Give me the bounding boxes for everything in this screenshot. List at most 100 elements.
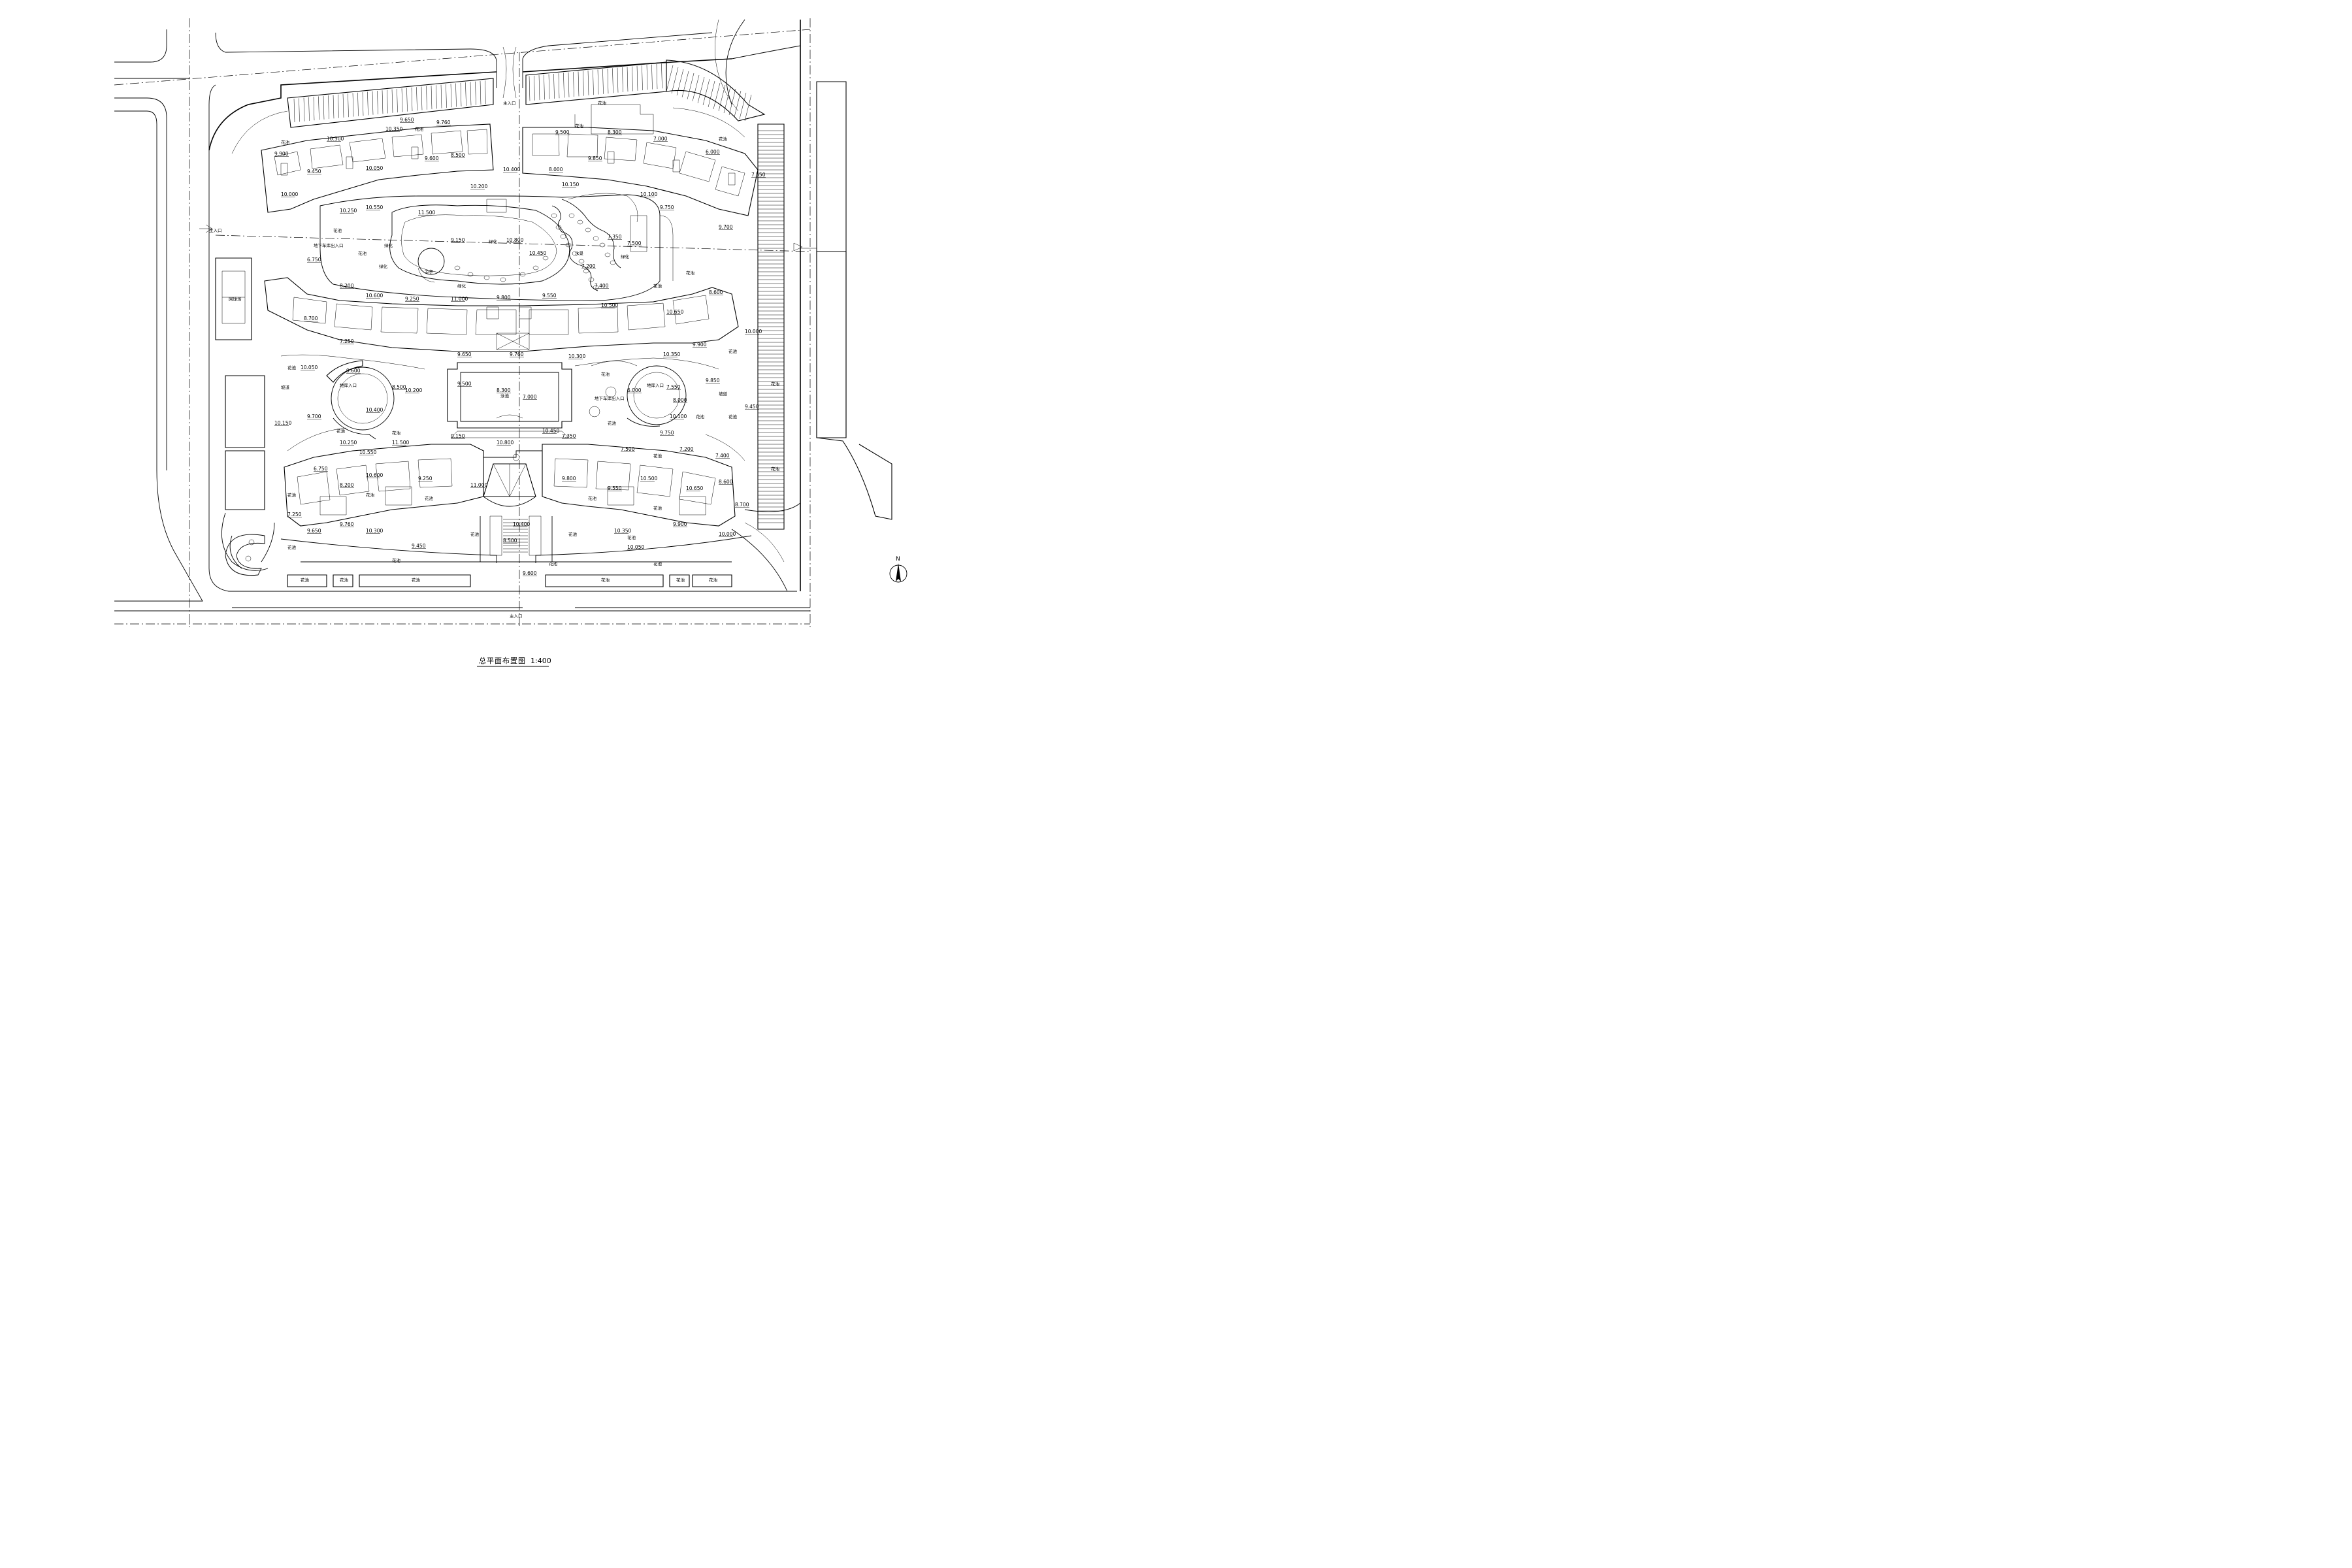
- elevation-value: 8.000: [673, 397, 687, 403]
- east-structures: [758, 82, 892, 529]
- site-plan-drawing: 9.650 9.760 10.300 10.350 9.900 10.000 9.450 10…: [0, 0, 1045, 697]
- elevation-value: 10.800: [506, 237, 523, 243]
- area-label-planting: 花池: [549, 561, 558, 566]
- pool-area: [448, 363, 572, 438]
- area-label-planting: 花池: [771, 466, 780, 472]
- elevation-value: 10.300: [366, 528, 383, 534]
- area-label-entrance: 主入口: [503, 100, 516, 106]
- area-label-planting: 花池: [301, 577, 310, 583]
- drawing-scale: 1:400: [531, 657, 551, 665]
- elevation-value: 10.600: [366, 293, 383, 299]
- area-label-basement-entry: 地库入口: [340, 382, 357, 388]
- elevation-value: 9.450: [745, 404, 759, 410]
- area-label-planting: 花池: [336, 428, 346, 434]
- area-labels: 花池花池花池花池花池绿化绿化绿化绿化绿化花池花池花池花池泳池网球场主入口主入口主…: [209, 100, 780, 619]
- area-label-planting: 花池: [588, 495, 597, 501]
- area-label-planting: 花池: [709, 577, 718, 583]
- area-label-planting: 花池: [281, 139, 290, 145]
- area-label-planting: 花池: [608, 420, 617, 426]
- area-label-planting: 花池: [392, 557, 401, 563]
- elevation-value: 8.200: [340, 482, 354, 488]
- elevation-value: 9.450: [412, 543, 426, 549]
- elevation-value: 8.000: [549, 167, 563, 172]
- elevation-value: 8.200: [340, 283, 354, 289]
- elevation-value: 9.850: [706, 378, 720, 384]
- elevation-value: 10.400: [513, 521, 530, 527]
- area-label-planting: 花池: [333, 227, 342, 233]
- elevation-value: 10.050: [301, 365, 318, 370]
- elevation-value: 9.450: [307, 169, 321, 174]
- elevation-value: 6.000: [706, 149, 720, 155]
- se-road: [732, 503, 800, 591]
- area-label-planting: 花池: [392, 430, 401, 436]
- elevation-value: 10.350: [614, 528, 631, 534]
- area-label-planting: 花池: [653, 561, 662, 566]
- elevation-value: 6.750: [314, 466, 328, 472]
- elevation-value: 7.000: [523, 394, 537, 400]
- area-label-greenery: 绿化: [621, 253, 630, 259]
- elevation-value: 10.300: [327, 136, 344, 142]
- area-label-entrance: 主入口: [510, 613, 523, 619]
- area-label-ramp: 坡道: [719, 391, 728, 397]
- elevation-value: 9.250: [405, 296, 419, 302]
- area-label-planting: 花池: [358, 250, 367, 256]
- elevation-value: 7.550: [666, 384, 681, 390]
- elevation-value: 9.550: [542, 293, 557, 299]
- elevation-value: 10.200: [405, 387, 422, 393]
- elevation-value: 9.750: [660, 204, 674, 210]
- area-label-planting: 花池: [340, 577, 349, 583]
- elevation-value: 10.050: [366, 165, 383, 171]
- elevation-value: 9.600: [346, 368, 361, 374]
- west-structures: [199, 225, 268, 570]
- central-buildings: [265, 278, 738, 351]
- area-label-entrance: 主入口: [209, 227, 222, 233]
- elevation-value: 10.400: [366, 407, 383, 413]
- elevation-value: 10.800: [497, 440, 514, 446]
- elevation-value: 9.760: [510, 351, 524, 357]
- elevation-value: 9.650: [457, 351, 472, 357]
- area-label-planting: 花池: [728, 348, 738, 354]
- elevation-value: 7.200: [679, 446, 694, 452]
- elevation-value: 10.400: [503, 167, 520, 172]
- elevation-value: 9.600: [425, 155, 439, 161]
- area-label-pavilion: 凉亭: [425, 269, 434, 274]
- elevation-value: 11.500: [418, 210, 435, 216]
- elevation-value: 9.500: [457, 381, 472, 387]
- elevation-value: 7.350: [562, 433, 576, 439]
- elevation-value: 9.150: [451, 433, 465, 439]
- area-label-planting: 花池: [627, 534, 636, 540]
- north-parking: [287, 60, 784, 523]
- elevation-value: 8.500: [392, 384, 406, 390]
- elevation-value: 10.350: [385, 126, 402, 132]
- elevation-value: 10.250: [340, 440, 357, 446]
- elevation-value: 9.700: [307, 414, 321, 419]
- elevation-value: 9.700: [719, 224, 733, 230]
- elevation-value: 10.550: [359, 449, 376, 455]
- roads: [114, 20, 810, 611]
- area-label-planting: 花池: [470, 531, 480, 537]
- garden-paths: [232, 108, 745, 461]
- elevation-value: 9.900: [693, 342, 707, 348]
- elevation-value: 10.550: [366, 204, 383, 210]
- elevation-value: 8.600: [709, 289, 723, 295]
- area-label-pool: 泳池: [500, 393, 510, 399]
- area-label-basement-entry: 地库入口: [647, 382, 664, 388]
- north-buildings: [261, 105, 758, 216]
- elevation-value: 7.350: [608, 234, 622, 240]
- elevation-value: 10.650: [666, 309, 683, 315]
- elevation-value: 8.700: [735, 502, 749, 508]
- area-label-planting: 花池: [425, 495, 434, 501]
- elevation-value: 9.750: [660, 430, 674, 436]
- elevation-value: 11.000: [451, 296, 468, 302]
- area-label-greenery: 绿化: [457, 283, 466, 289]
- elevation-value: 8.300: [608, 129, 622, 135]
- elevation-value: 10.450: [529, 250, 546, 256]
- elevation-value: 10.100: [670, 414, 687, 419]
- elevation-value: 9.760: [340, 521, 354, 527]
- elevation-value: 9.500: [555, 129, 570, 135]
- south-plaza: [281, 516, 751, 587]
- elevation-value: 10.000: [745, 329, 762, 335]
- elevation-value: 7.250: [340, 338, 354, 344]
- area-label-planting: 花池: [575, 123, 584, 129]
- drawing-title: 总平面布置图: [479, 656, 526, 665]
